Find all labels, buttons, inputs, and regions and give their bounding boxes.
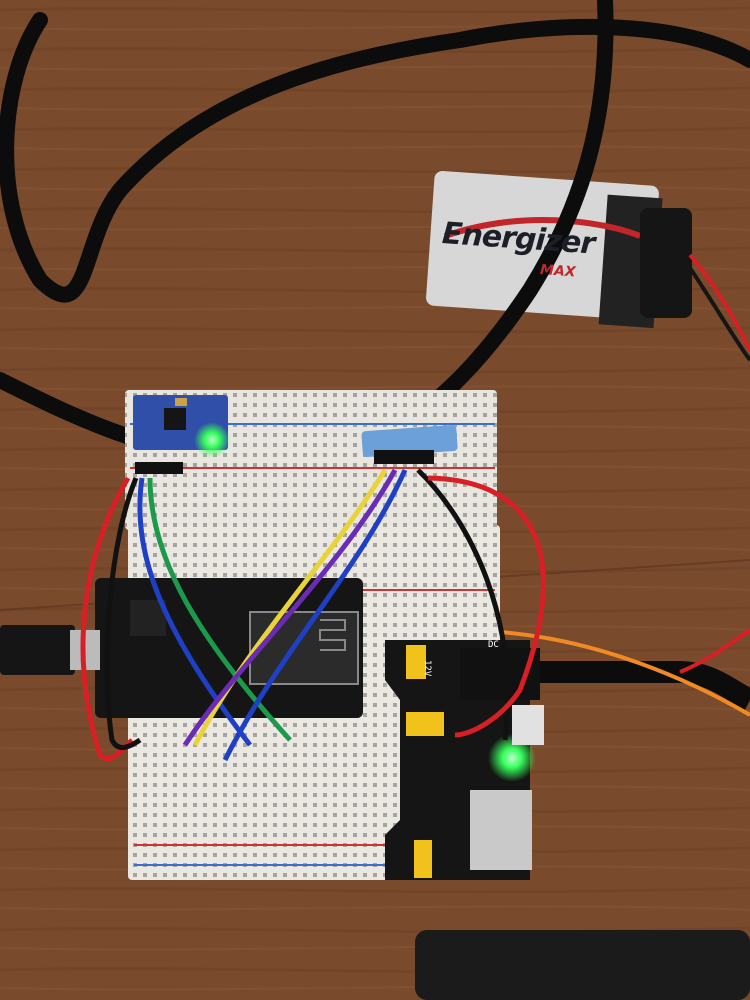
wire-black-right [416, 468, 511, 741]
wire-blue-left [137, 477, 252, 747]
sensor-led [194, 422, 230, 458]
red-wire-right [679, 628, 750, 674]
power-led [488, 734, 536, 782]
battery-clip [640, 208, 692, 318]
sensor-module [133, 395, 230, 474]
wire-yellow [192, 468, 388, 747]
jumper-bottom [414, 840, 432, 878]
bluetooth-module [361, 425, 458, 464]
power-supply-module [385, 640, 544, 880]
dark-device [415, 930, 750, 1000]
battery-red-lead [688, 253, 750, 351]
nodemcu-board [0, 578, 363, 718]
power-module-dc-label: DC [488, 640, 499, 650]
battery-9v [426, 171, 692, 329]
battery-black-lead [686, 263, 750, 362]
usb-cable-plug [0, 625, 75, 675]
wire-red-left [80, 476, 134, 762]
power-module-voltage-label: 12V [422, 660, 432, 677]
wire-red-right [427, 475, 546, 738]
power-switch [512, 705, 544, 745]
wire-purple [182, 468, 398, 747]
jumper-header [406, 712, 444, 736]
wire-blue-right [222, 468, 408, 762]
usb-a-port [470, 790, 532, 870]
jumper-top [406, 645, 426, 679]
black-cable [0, 12, 750, 303]
wire-black-left [104, 477, 142, 750]
